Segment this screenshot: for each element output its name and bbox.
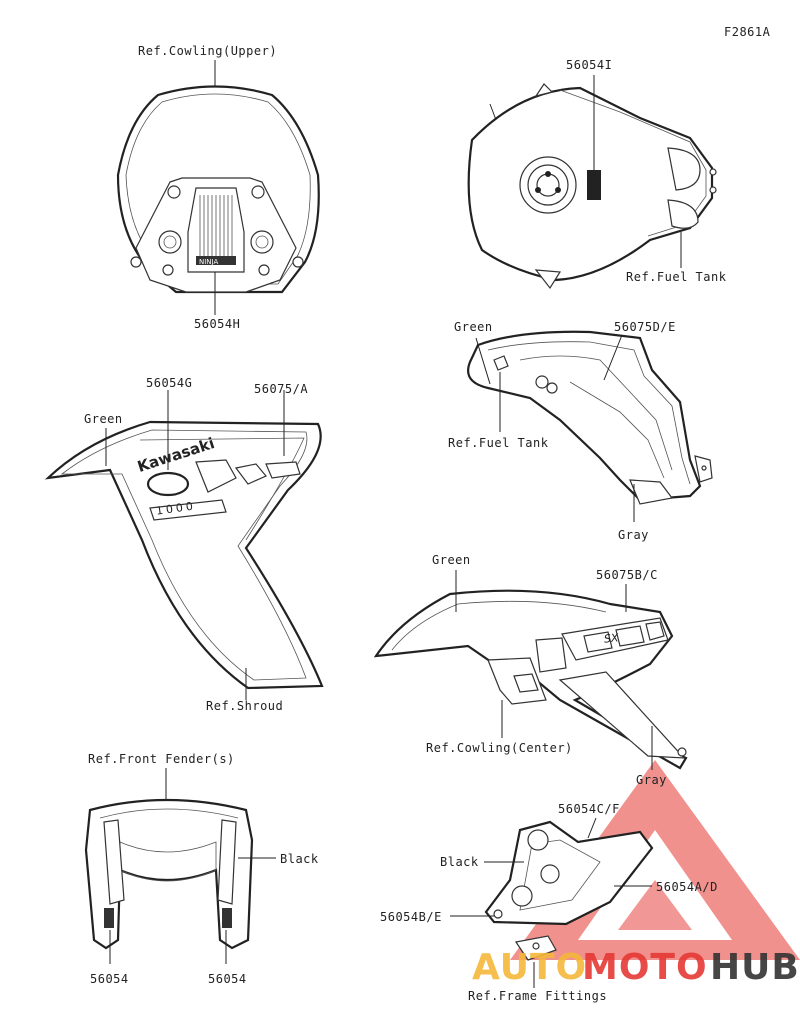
label-black-fender: Black [280,852,319,866]
label-part-56054g: 56054G [146,376,193,390]
label-part-56054ad: 56054A/D [656,880,718,894]
decal-model-script-text: SX [603,631,620,646]
watermark-logo: AUTO MOTO HUB [472,947,799,990]
upper-cowling-part [116,60,320,315]
front-fender-part [84,768,276,964]
label-fuel-tank-ref-mid: Ref.Fuel Tank [448,436,549,450]
label-cowling-upper-ref: Ref.Cowling(Upper) [138,44,278,58]
shroud-decal [149,459,301,521]
label-part-56054-right: 56054 [208,972,247,986]
label-green-tank: Green [454,320,493,334]
fuel-tank-top-part [467,75,717,290]
label-part-56054h: 56054H [194,317,241,331]
shroud-part [44,390,324,700]
figure-code: F2861A [724,25,771,39]
label-black-frame: Black [440,855,479,869]
label-front-fender-ref: Ref.Front Fender(s) [88,752,235,766]
label-part-56054be: 56054B/E [380,910,442,924]
label-part-56075de: 56075D/E [614,320,676,334]
label-shroud-ref: Ref.Shroud [206,699,284,713]
decal-ninja-badge-text: NINJA [199,258,219,266]
label-gray-tank: Gray [618,528,649,542]
upper-cowling-stripes [199,195,233,262]
label-frame-fittings-ref: Ref.Frame Fittings [468,989,608,1003]
watermark-auto: AUTO [472,947,588,988]
watermark-hub: HUB [710,947,800,988]
label-part-56054cf: 56054C/F [558,802,620,816]
center-cowling-part [373,570,688,770]
label-green-shroud: Green [84,412,123,426]
label-fuel-tank-ref-top: Ref.Fuel Tank [626,270,727,284]
fuel-tank-side-part [467,330,713,522]
label-part-56075a: 56075/A [254,382,309,396]
frame-fittings-part [450,817,654,988]
watermark-moto: MOTO [582,947,708,988]
label-part-56075bc: 56075B/C [596,568,658,582]
center-cowling-decal [583,621,665,653]
label-green-center: Green [432,553,471,567]
label-part-56054-left: 56054 [90,972,129,986]
label-cowling-center-ref: Ref.Cowling(Center) [426,741,573,755]
label-gray-center: Gray [636,773,667,787]
label-part-56054i: 56054I [566,58,613,72]
